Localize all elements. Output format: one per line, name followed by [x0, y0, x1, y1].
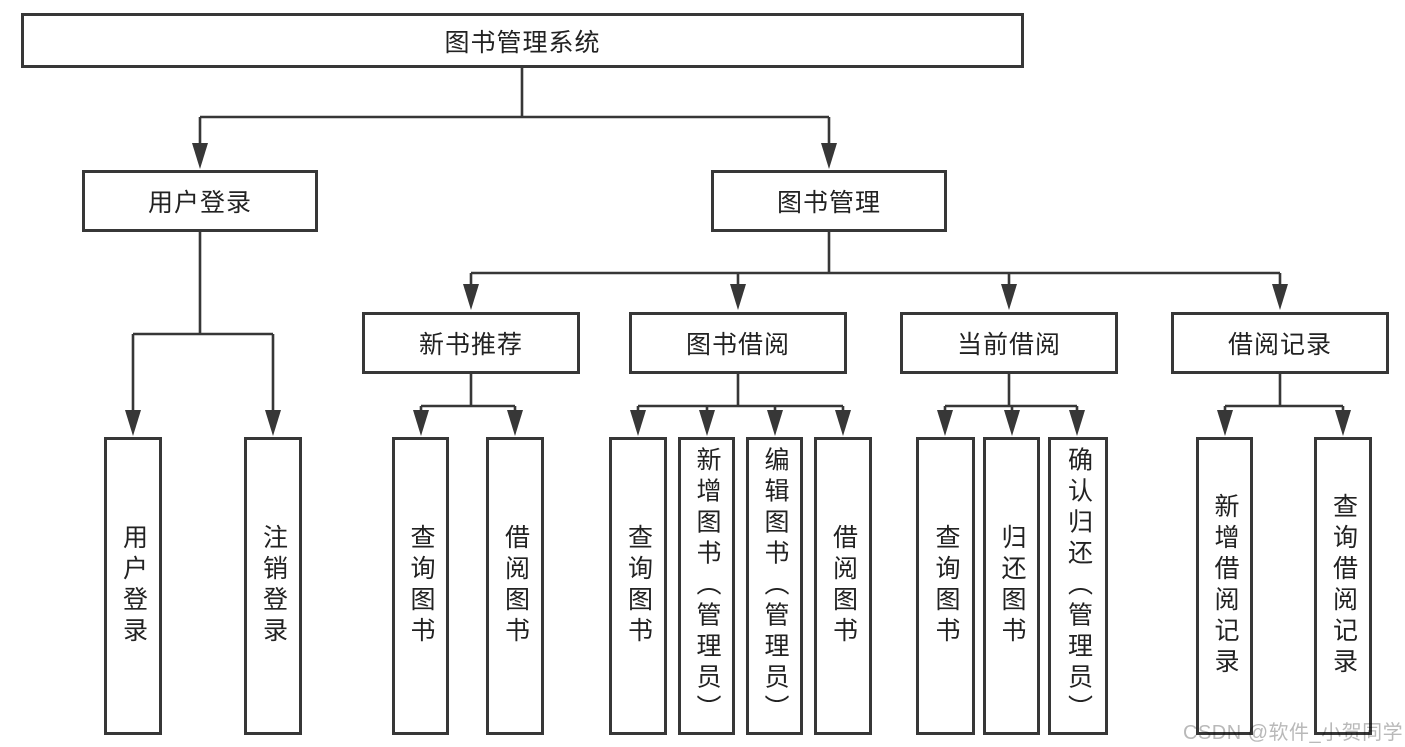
leaf-user-login-label: 用户登录	[119, 524, 148, 648]
leaf-bb-edit-books-admin: 编辑图书（管理员）	[746, 437, 803, 735]
leaf-cb-confirm-return-admin-label: 确认归还（管理员）	[1064, 446, 1093, 726]
leaf-br-query-record-label: 查询借阅记录	[1329, 493, 1358, 679]
node-borrow-records-label: 借阅记录	[1227, 331, 1332, 359]
leaf-br-query-record: 查询借阅记录	[1314, 437, 1372, 735]
node-new-book-recommend: 新书推荐	[362, 312, 580, 374]
leaf-cb-query-books: 查询图书	[916, 437, 975, 735]
node-root-label: 图书管理系统	[444, 28, 601, 57]
node-user-login: 用户登录	[82, 170, 318, 232]
node-book-borrow-label: 图书借阅	[685, 331, 790, 359]
leaf-bb-query-books: 查询图书	[609, 437, 667, 735]
leaf-bb-add-books-admin: 新增图书（管理员）	[678, 437, 735, 735]
node-user-login-label: 用户登录	[147, 189, 252, 217]
node-book-management: 图书管理	[711, 170, 947, 232]
leaf-bb-borrow-books: 借阅图书	[814, 437, 872, 735]
leaf-bb-borrow-books-label: 借阅图书	[829, 524, 858, 648]
node-book-management-label: 图书管理	[776, 189, 881, 217]
leaf-logout-label: 注销登录	[259, 524, 288, 648]
leaf-user-login: 用户登录	[104, 437, 162, 735]
watermark: CSDN @软件_小贺同学	[1183, 722, 1404, 744]
node-root: 图书管理系统	[21, 13, 1024, 68]
node-new-book-recommend-label: 新书推荐	[418, 331, 523, 359]
leaf-cb-return-books-label: 归还图书	[998, 524, 1026, 648]
leaf-cb-query-books-label: 查询图书	[932, 524, 960, 648]
leaf-bb-query-books-label: 查询图书	[624, 524, 653, 648]
leaf-bb-add-books-admin-label: 新增图书（管理员）	[693, 446, 721, 726]
leaf-nr-query-books: 查询图书	[392, 437, 449, 735]
leaf-cb-return-books: 归还图书	[983, 437, 1040, 735]
leaf-bb-edit-books-admin-label: 编辑图书（管理员）	[761, 446, 789, 726]
node-current-borrow: 当前借阅	[900, 312, 1118, 374]
leaf-br-add-record-label: 新增借阅记录	[1211, 493, 1239, 679]
leaf-nr-borrow-books: 借阅图书	[486, 437, 544, 735]
leaf-br-add-record: 新增借阅记录	[1196, 437, 1253, 735]
leaf-cb-confirm-return-admin: 确认归还（管理员）	[1048, 437, 1108, 735]
leaf-nr-query-books-label: 查询图书	[407, 524, 435, 648]
node-current-borrow-label: 当前借阅	[956, 331, 1061, 359]
node-book-borrow: 图书借阅	[629, 312, 847, 374]
node-borrow-records: 借阅记录	[1171, 312, 1389, 374]
leaf-logout: 注销登录	[244, 437, 302, 735]
leaf-nr-borrow-books-label: 借阅图书	[501, 524, 530, 648]
